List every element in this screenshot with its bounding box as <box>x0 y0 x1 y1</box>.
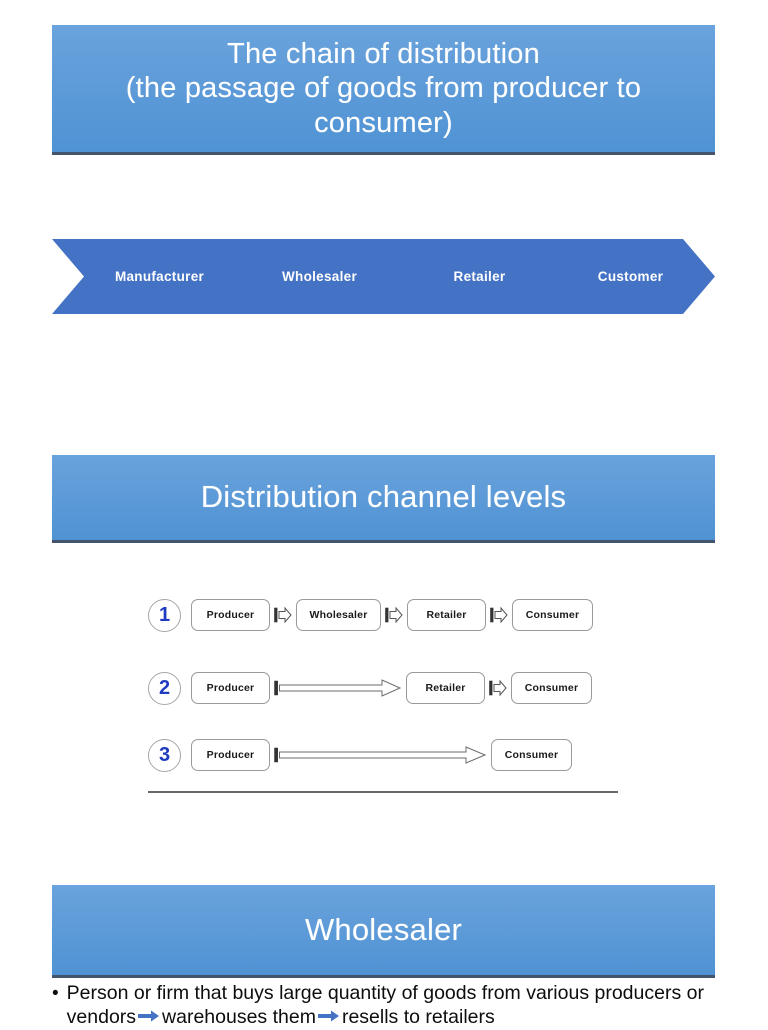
bullet-text-part-3: resells to retailers <box>341 1005 495 1028</box>
bullet-text: Person or firm that buys large quantity … <box>67 982 732 1030</box>
channel-level-row-2: 2 Producer Retailer Consumer <box>148 667 592 709</box>
bullet-marker: • <box>52 983 59 1004</box>
chain-of-distribution-title: The chain of distribution (the passage o… <box>126 37 641 140</box>
chevron-manufacturer[interactable]: Manufacturer <box>52 239 253 314</box>
chain-of-distribution-header: The chain of distribution (the passage o… <box>52 25 715 155</box>
chevron-customer-label: Customer <box>597 269 664 284</box>
title-line-1: The chain of distribution <box>227 38 540 71</box>
node-producer-level-1[interactable]: Producer <box>191 599 270 631</box>
short-arrow-icon <box>385 605 403 625</box>
distribution-channel-levels-title: Distribution channel levels <box>200 479 567 515</box>
node-retailer-level-2[interactable]: Retailer <box>406 672 485 704</box>
level-number-badge-3: 3 <box>148 738 181 772</box>
node-label: Retailer <box>426 609 467 621</box>
node-consumer-level-3[interactable]: Consumer <box>491 739 572 771</box>
inline-right-arrow-icon <box>317 1005 340 1029</box>
node-label: Producer <box>206 749 255 761</box>
inline-right-arrow-icon <box>138 1005 160 1029</box>
bullet-text-part-1: Person or firm that buys large quantity … <box>66 982 704 1028</box>
short-arrow-icon <box>274 605 292 625</box>
node-label: Consumer <box>525 609 580 621</box>
node-label: Wholesaler <box>309 609 368 621</box>
node-consumer-level-1[interactable]: Consumer <box>512 599 593 631</box>
node-producer-level-3[interactable]: Producer <box>191 739 270 771</box>
node-wholesaler-level-1[interactable]: Wholesaler <box>296 599 381 631</box>
bullet-text-part-2: warehouses them <box>162 1005 316 1028</box>
chevron-process-flow: Manufacturer Wholesaler Retailer Custome… <box>52 239 715 314</box>
wholesaler-body-text: • Person or firm that buys large quantit… <box>52 982 732 1030</box>
node-label: Producer <box>206 682 255 694</box>
title-line-3: consumer) <box>314 106 453 139</box>
chevron-manufacturer-label: Manufacturer <box>114 269 205 284</box>
chevron-retailer[interactable]: Retailer <box>372 239 573 314</box>
node-label: Consumer <box>504 749 559 761</box>
node-consumer-level-2[interactable]: Consumer <box>511 672 592 704</box>
short-arrow-icon <box>490 605 508 625</box>
node-label: Producer <box>206 609 255 621</box>
short-arrow-icon <box>489 678 507 698</box>
title-line-2: (the passage of goods from producer to <box>125 72 642 105</box>
chevron-wholesaler-label: Wholesaler <box>281 269 358 284</box>
long-arrow-icon <box>274 677 402 699</box>
channel-level-row-3: 3 Producer Consumer <box>148 734 572 776</box>
distribution-channel-levels-header: Distribution channel levels <box>52 455 715 543</box>
wholesaler-title: Wholesaler <box>304 911 463 947</box>
node-producer-level-2[interactable]: Producer <box>191 672 270 704</box>
chevron-retailer-label: Retailer <box>453 269 506 284</box>
level-number-badge-1: 1 <box>148 598 181 632</box>
node-label: Retailer <box>425 682 466 694</box>
distribution-channel-levels-diagram: 1 Producer Wholesaler Retailer <box>148 594 628 799</box>
long-arrow-icon <box>274 744 487 766</box>
chevron-wholesaler[interactable]: Wholesaler <box>212 239 413 314</box>
channel-level-row-1: 1 Producer Wholesaler Retailer <box>148 594 593 636</box>
level-number-badge-2: 2 <box>148 671 181 705</box>
node-retailer-level-1[interactable]: Retailer <box>407 599 486 631</box>
levels-divider-line <box>148 791 618 793</box>
wholesaler-header: Wholesaler <box>52 885 715 978</box>
node-label: Consumer <box>524 682 579 694</box>
list-item: • Person or firm that buys large quantit… <box>52 982 732 1030</box>
